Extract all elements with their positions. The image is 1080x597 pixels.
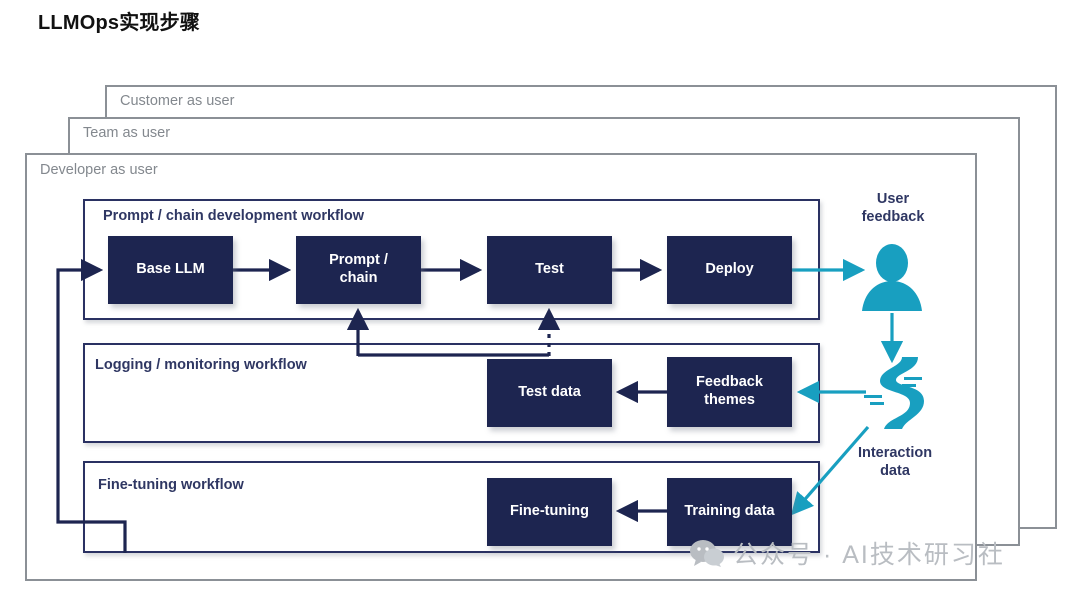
label-interaction-data-line1: Interaction bbox=[857, 445, 933, 461]
node-prompt-chain-line2: chain bbox=[339, 270, 378, 286]
user-silhouette-icon bbox=[862, 244, 922, 311]
watermark-text: 公众号 · AI技术研习社 bbox=[733, 541, 1005, 569]
label-interaction-data: Interaction data bbox=[833, 444, 957, 480]
node-fine-tuning[interactable]: Fine-tuning bbox=[487, 478, 612, 546]
node-prompt-chain-line1: Prompt / bbox=[329, 252, 388, 269]
node-test[interactable]: Test bbox=[487, 236, 612, 304]
workflow-label-prompt-chain-development: Prompt / chain development workflow bbox=[103, 208, 365, 224]
node-base-llm[interactable]: Base LLM bbox=[108, 236, 233, 304]
label-user-feedback: User feedback bbox=[833, 190, 953, 226]
node-training-data[interactable]: Training data bbox=[667, 478, 792, 546]
label-user-feedback-line2: feedback bbox=[861, 209, 925, 226]
watermark: 公众号 · AI技术研习社 bbox=[690, 535, 1005, 571]
actor-label-customer: Customer as user bbox=[120, 93, 235, 109]
wechat-icon bbox=[690, 539, 724, 567]
label-user-feedback-line1: User bbox=[876, 191, 910, 207]
node-test-data[interactable]: Test data bbox=[487, 359, 612, 427]
node-prompt-chain[interactable]: Prompt / chain bbox=[296, 236, 421, 304]
workflow-label-fine-tuning: Fine-tuning workflow bbox=[98, 477, 244, 493]
label-interaction-data-line2: data bbox=[880, 463, 910, 480]
page-title: LLMOps实现步骤 bbox=[38, 12, 200, 34]
winding-river-icon bbox=[864, 357, 924, 429]
node-feedback-themes-line1: Feedback bbox=[696, 374, 763, 391]
actor-label-team: Team as user bbox=[83, 125, 171, 141]
node-deploy[interactable]: Deploy bbox=[667, 236, 792, 304]
node-feedback-themes-line2: themes bbox=[704, 392, 755, 408]
actor-label-developer: Developer as user bbox=[40, 162, 158, 178]
workflow-label-logging-monitoring: Logging / monitoring workflow bbox=[95, 357, 307, 373]
node-feedback-themes[interactable]: Feedback themes bbox=[667, 357, 792, 427]
